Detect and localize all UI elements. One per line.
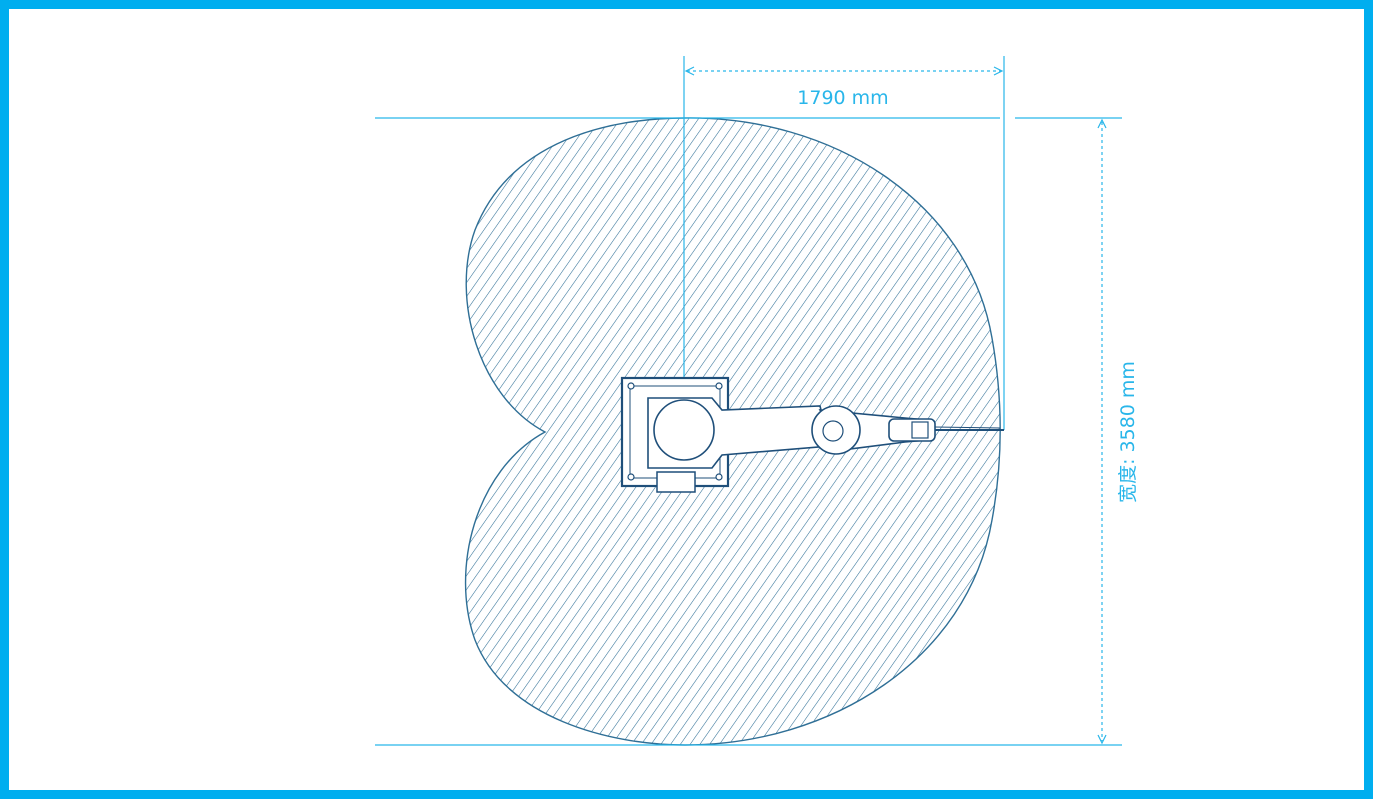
reach-dimension-label: 1790 mm [797, 87, 888, 109]
width-dimension-label: 宽度: 3580 mm [1117, 361, 1139, 503]
robot-arm [647, 397, 1004, 469]
width-arrow-top [1097, 118, 1107, 129]
reach-arrow-right [993, 66, 1004, 76]
reach-arrow-left [684, 66, 695, 76]
width-arrow-bottom [1097, 734, 1107, 745]
